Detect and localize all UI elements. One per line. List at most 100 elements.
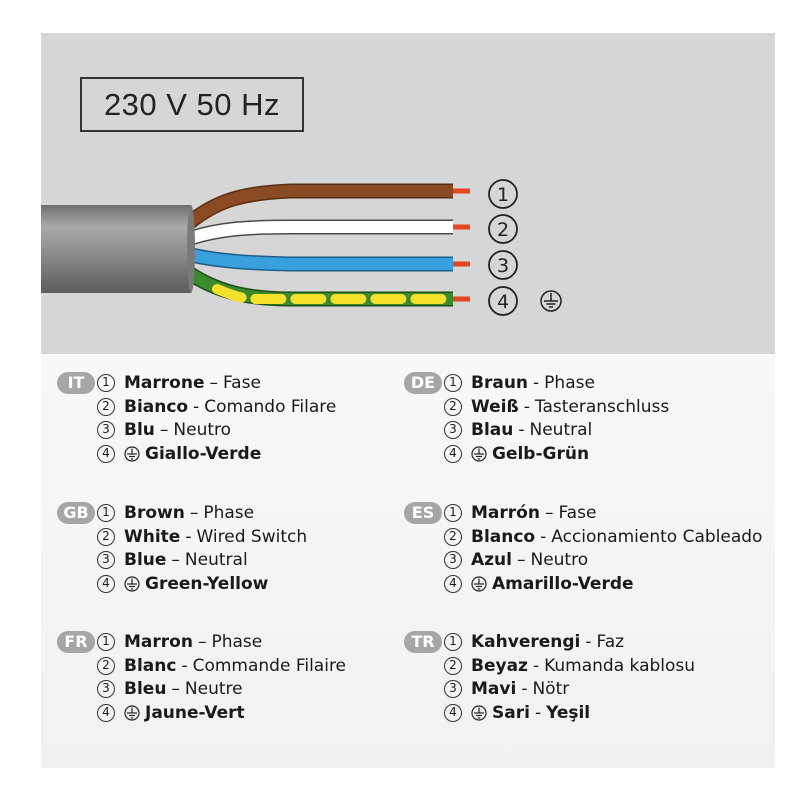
wire-number-icon: 3 <box>97 421 115 440</box>
wire-function: Neutre <box>184 679 243 700</box>
wire-color-name: Gelb-Grün <box>492 443 590 464</box>
separator: – <box>516 550 526 571</box>
wire-color-name: Blanco <box>471 526 536 547</box>
legend-entry: 4 Amarillo-Verde <box>444 572 634 596</box>
wire-number-icon: 1 <box>97 633 115 651</box>
wire-function: Fase <box>222 373 261 393</box>
legend-entry: 2 Bianco-Comando Filare <box>97 395 336 419</box>
wire-number-icon: 3 <box>444 551 462 570</box>
wire-function: Neutral <box>184 550 248 571</box>
wire-function: Comando Filare <box>204 396 337 417</box>
legend-entry: 3 Mavi-Nötr <box>444 677 569 701</box>
wire-function: Neutral <box>529 420 593 441</box>
wire-function: Yeşil <box>546 702 591 723</box>
separator: - <box>585 632 592 652</box>
wire-number-icon: 2 <box>97 527 115 546</box>
wire-color-name: Giallo-Verde <box>145 443 262 464</box>
ground-icon <box>471 705 487 721</box>
wire-color-name: Azul <box>471 550 512 571</box>
separator: – <box>189 503 199 523</box>
language-badge: GB <box>57 502 95 524</box>
wire-function: Tasteranschluss <box>534 396 670 417</box>
ground-icon <box>540 290 562 312</box>
wire-number-icon: 2 <box>444 656 462 675</box>
wire-number-icon: 3 <box>97 551 115 570</box>
voltage-label: 230 V 50 Hz <box>80 77 304 132</box>
wire-color-name: White <box>124 526 181 547</box>
wire-color-name: Sari <box>492 702 530 723</box>
wire-color-name: Braun <box>471 373 529 393</box>
separator: - <box>181 655 188 676</box>
wire-color-name: Green-Yellow <box>145 573 269 594</box>
language-badge: ES <box>404 502 442 524</box>
wire-number-icon: 4 <box>444 703 462 722</box>
separator: - <box>532 655 540 676</box>
language-badge: IT <box>57 372 95 394</box>
wire-number-icon: 1 <box>444 374 462 392</box>
separator: - <box>534 702 542 723</box>
separator: - <box>523 396 530 417</box>
wire-color-name: Bianco <box>124 396 189 417</box>
wire-color-name: Blanc <box>124 655 177 676</box>
wiring-diagram-panel: 1 2 3 4 230 V 50 Hz <box>41 33 775 354</box>
language-badge: TR <box>404 631 442 653</box>
wire-color-name: Bleu <box>124 679 167 700</box>
wire-color-name: Marrone <box>124 373 205 393</box>
wire-function: Phase <box>203 503 255 523</box>
wire-number-icon: 1 <box>444 504 462 522</box>
wire-function: Neutro <box>530 550 589 571</box>
wire-function: Nötr <box>532 679 570 700</box>
wire-function: Commande Filaire <box>192 655 347 676</box>
svg-text:2: 2 <box>497 219 509 241</box>
legend-entry: 2 Blanco-Accionamiento Cableado <box>444 525 762 549</box>
wire-function: Fase <box>558 503 597 523</box>
wire-number-icon: 2 <box>444 397 462 416</box>
wire-number-icon: 2 <box>97 397 115 416</box>
wire-color-name: Mavi <box>471 679 517 700</box>
wire-number-icon: 4 <box>97 574 115 593</box>
separator: - <box>193 396 200 417</box>
wire-number-icon: 2 <box>97 656 115 675</box>
wire-function: Accionamiento Cableado <box>551 526 763 547</box>
separator: – <box>171 679 180 700</box>
svg-text:1: 1 <box>497 184 509 206</box>
wire-function: Faz <box>596 632 625 652</box>
cable-illustration: 1 2 3 4 <box>41 179 562 316</box>
wire-color-name: Brown <box>124 503 185 523</box>
wire-number-2: 2 <box>488 214 518 244</box>
svg-text:3: 3 <box>497 255 509 277</box>
wire-number-icon: 3 <box>444 680 462 699</box>
wire-number-icon: 4 <box>444 444 462 463</box>
separator: - <box>533 373 540 393</box>
wire-number-icon: 4 <box>444 574 462 593</box>
separator: - <box>185 526 192 547</box>
legend-entry: 4 Sari-Yeşil <box>444 701 590 725</box>
wire-color-name: Marron <box>124 632 193 652</box>
wire-number-icon: 2 <box>444 527 462 546</box>
wire-number-3: 3 <box>488 250 518 280</box>
wire-color-name: Blu <box>124 420 155 441</box>
wire-number-icon: 1 <box>97 374 115 392</box>
legend-entry: 3 Azul–Neutro <box>444 548 588 572</box>
separator: - <box>540 526 547 547</box>
separator: – <box>171 550 180 571</box>
separator: - <box>521 679 528 700</box>
separator: – <box>159 420 169 441</box>
wire-function: Phase <box>211 632 263 652</box>
language-badge: FR <box>57 631 95 653</box>
wire-function: Kumanda kablosu <box>544 655 696 676</box>
wire-color-name: Marrón <box>471 503 540 523</box>
wire-color-name: Amarillo-Verde <box>492 573 634 594</box>
wire-color-name: Kahverengi <box>471 632 581 652</box>
